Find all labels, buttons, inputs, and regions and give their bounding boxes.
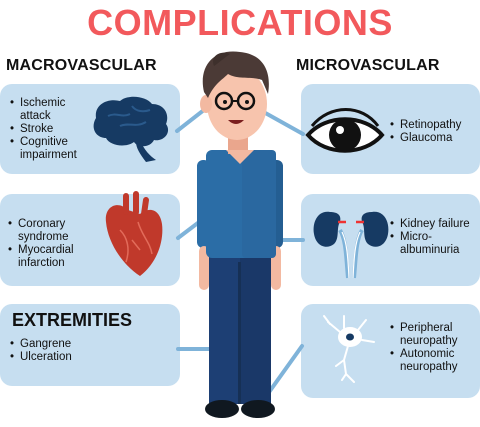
neuron-nucleus (346, 333, 354, 341)
list-item: Gangrene (10, 338, 130, 351)
heart-icon (105, 191, 163, 276)
extremities-heading: EXTREMITIES (12, 310, 133, 330)
list-item: Retinopathy (390, 119, 478, 132)
brain-list: Ischemic attack Stroke Cognitive impairm… (10, 97, 88, 162)
page-title: COMPLICATIONS (87, 2, 393, 43)
extremities-list: Gangrene Ulceration (10, 338, 130, 364)
list-item: Glaucoma (390, 132, 478, 145)
list-item: Ischemic attack (10, 97, 88, 123)
list-item: Cognitive impairment (10, 136, 88, 162)
connector-eye (258, 108, 305, 136)
eye-icon (305, 108, 385, 153)
list-item: Myocardial infarction (8, 244, 98, 270)
neuron-icon (323, 315, 375, 383)
neuron-list: Peripheral neuropathy Autonomic neuropat… (390, 322, 476, 374)
list-item: Coronary syndrome (8, 218, 98, 244)
kidney-icon (313, 211, 389, 279)
list-item: Peripheral neuropathy (390, 322, 476, 348)
macrovascular-heading: MACROVASCULAR (6, 57, 157, 74)
microvascular-heading: MICROVASCULAR (296, 57, 440, 74)
person-figure (197, 51, 283, 418)
hair (202, 51, 269, 98)
list-item: Ulceration (10, 351, 130, 364)
list-item: Micro-albuminuria (390, 231, 478, 257)
kidney-list: Kidney failure Micro-albuminuria (390, 218, 478, 257)
heart-list: Coronary syndrome Myocardial infarction (8, 218, 98, 270)
eye-list: Retinopathy Glaucoma (390, 119, 478, 145)
list-item: Autonomic neuropathy (390, 348, 476, 374)
list-item: Stroke (10, 123, 88, 136)
right-shoe (241, 400, 275, 418)
brain-icon (93, 96, 169, 162)
list-item: Kidney failure (390, 218, 478, 231)
left-shoe (205, 400, 239, 418)
